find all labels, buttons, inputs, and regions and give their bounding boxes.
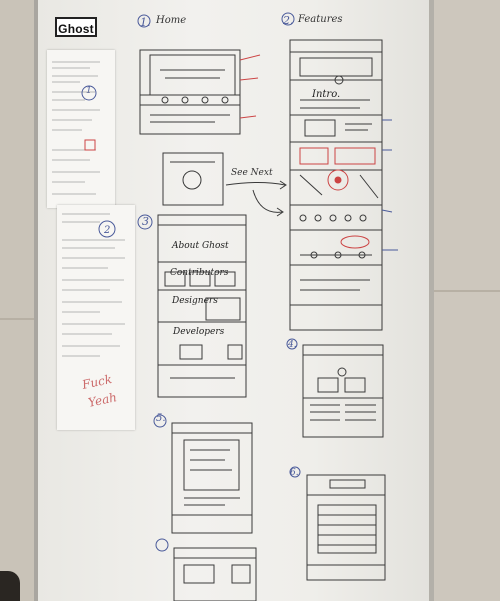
section-label-features: Features — [298, 14, 343, 25]
developers-label: Developers — [173, 327, 225, 337]
wall-right — [430, 0, 500, 601]
section-number: 6. — [290, 468, 299, 478]
section-number: 1. — [140, 16, 151, 29]
section-number: 3 — [142, 215, 149, 228]
paper-mark: 2 — [104, 225, 111, 236]
ghost-logo: Ghost — [55, 17, 97, 37]
wall-seam — [430, 290, 500, 292]
bottom-shadow — [0, 571, 20, 601]
designers-label: Designers — [172, 296, 218, 306]
see-next-label: See Next — [231, 168, 273, 178]
section-label-home: Home — [156, 15, 187, 26]
section-number: 4. — [288, 340, 297, 350]
wall-seam — [0, 318, 45, 320]
printed-sheet — [57, 205, 135, 430]
about-label: About Ghost — [172, 241, 229, 251]
intro-label: Intro. — [312, 89, 341, 100]
contributors-label: Contributors — [170, 268, 229, 278]
section-number: 5. — [156, 413, 166, 424]
paper-mark: 1 — [86, 86, 92, 96]
section-number: 2. — [283, 14, 294, 27]
